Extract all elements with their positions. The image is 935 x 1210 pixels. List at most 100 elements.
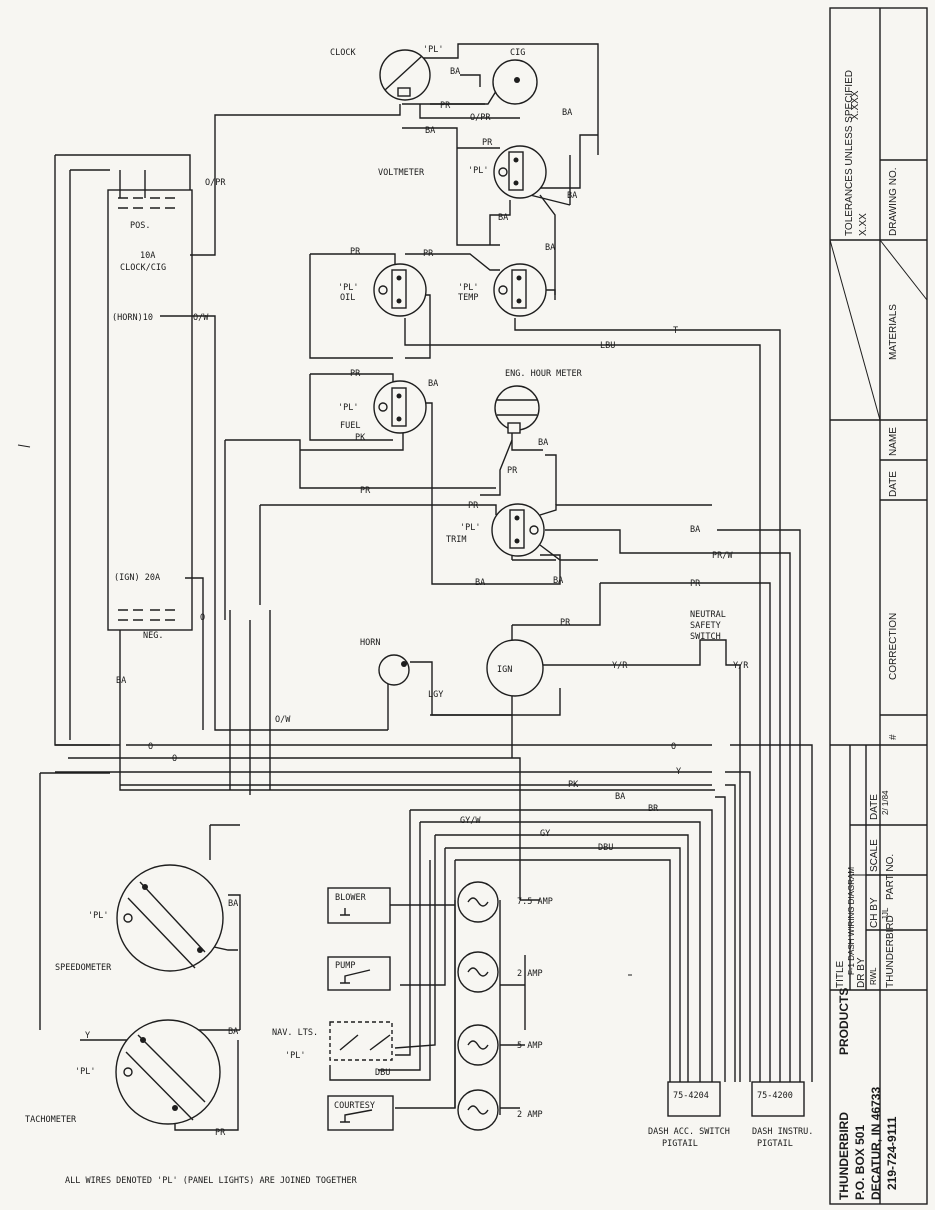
- wire-label-lgy: Y: [676, 767, 681, 777]
- company-address-line3: 219-724-9111: [885, 1116, 899, 1190]
- wire-label-lgy: Y: [85, 1031, 90, 1041]
- pigtail-acc-caption2: PIGTAIL: [662, 1139, 698, 1149]
- wire-label-pr-w: PR/W: [712, 551, 733, 561]
- title-label: TITLE: [835, 960, 846, 988]
- pump-switch: PUMP: [327, 956, 391, 991]
- neutral-safety-switch: NEUTRAL SAFETY SWITCH: [690, 610, 726, 642]
- wire-label-pr: PR: [560, 618, 571, 628]
- clock: CLOCK 'PL': [330, 45, 443, 101]
- wire-label-pr: PR: [423, 249, 434, 259]
- nav-lts-pl-label: 'PL': [285, 1051, 305, 1061]
- date-label: DATE: [869, 794, 880, 820]
- ch-by-label: CH BY: [869, 897, 880, 928]
- wire-label-pk: PK: [355, 433, 366, 443]
- company-name-line2: PRODUCTS: [837, 988, 851, 1055]
- fuse-2-amp-b: 2 AMP: [517, 1110, 543, 1120]
- ignition-switch: IGN: [486, 639, 544, 697]
- wire-label-ba: BA: [428, 379, 438, 389]
- neutral-safety-switch-line3: SWITCH: [690, 632, 721, 642]
- voltmeter-pl-label: 'PL': [468, 166, 488, 176]
- wire-label-ba: BA: [116, 676, 126, 686]
- wire-label-ba: BA: [545, 243, 555, 253]
- wire-label-ba: BA: [475, 578, 485, 588]
- dr-by-value: RWL: [869, 967, 878, 985]
- wire-label-r: O: [200, 613, 205, 623]
- wire-label-pr: PR: [360, 486, 371, 496]
- wire-label-pr: PR: [440, 101, 451, 111]
- scale-label: SCALE: [869, 839, 880, 872]
- clock-label: CLOCK: [330, 48, 356, 58]
- date-value: 2/ 1/84: [881, 790, 890, 815]
- pigtail-acc-caption1: DASH ACC. SWITCH: [648, 1127, 730, 1137]
- wire-label-lbu: LBU: [600, 341, 615, 351]
- wire-label-ba: BA: [228, 899, 238, 909]
- tolerance-xxx: X.XXX: [850, 90, 861, 120]
- tolerance-xx: X.XX: [858, 213, 869, 236]
- tachometer: TACHOMETER 'PL': [25, 1019, 221, 1125]
- wire-label-o: LGY: [428, 690, 443, 700]
- tolerances-label: TOLERANCES UNLESS SPECIFIED: [844, 70, 855, 236]
- courtesy-switch: COURTESY: [327, 1095, 394, 1131]
- wire-label-pr: PR: [350, 247, 361, 257]
- oil-label: OIL: [340, 293, 355, 303]
- fuse-clock-cig-amp: 10A: [140, 251, 155, 261]
- wire-label-gy: DBU: [375, 1068, 390, 1078]
- wire-label-br: GY/W: [460, 816, 481, 826]
- pigtail-instru-caption2: PIGTAIL: [757, 1139, 793, 1149]
- horn: HORN: [360, 638, 410, 686]
- pigtail-instru-caption1: DASH INSTRU.: [752, 1127, 813, 1137]
- wire-label-o-w: O/W: [193, 313, 209, 323]
- wire-labels: BA PR O/PR BA BA PR BA BA BA O/PR PR PR …: [85, 67, 749, 1138]
- wire-label-ba: BA: [538, 438, 548, 448]
- fuse-block: POS. 10A CLOCK/CIG (HORN)10 (IGN) 20A NE…: [107, 170, 193, 641]
- drawing-title: F-1 DASH WIRING DIAGRAM: [847, 867, 856, 975]
- speedometer-pl-label: 'PL': [88, 911, 108, 921]
- temp-label: TEMP: [458, 293, 478, 303]
- wire-label-o-w: O/W: [275, 715, 291, 725]
- horn-label: HORN: [360, 638, 380, 648]
- temp-pl-label: 'PL': [458, 283, 478, 293]
- wire-label-pr: PR: [507, 466, 518, 476]
- fuse-2-amp-a: 2 AMP: [517, 969, 543, 979]
- courtesy-label: COURTESY: [334, 1101, 375, 1111]
- voltmeter-label: VOLTMETER: [378, 168, 425, 178]
- cig: CIG: [492, 48, 538, 105]
- thunderbird-label: THUNDERBIRD: [885, 915, 896, 988]
- pigtail-acc-switch: 75-4204 DASH ACC. SWITCH PIGTAIL: [648, 1081, 730, 1149]
- fuse-neg-label: NEG.: [143, 631, 163, 641]
- part-no-label: PART NO.: [885, 854, 896, 900]
- trim-pl-label: 'PL': [460, 523, 480, 533]
- pigtail-instru: 75-4200 DASH INSTRU. PIGTAIL: [751, 1081, 813, 1149]
- wire-label-ba: BA: [562, 108, 572, 118]
- drawing-no-label: DRAWING NO.: [888, 167, 899, 236]
- oil-pl-label: 'PL': [338, 283, 358, 293]
- voltmeter: VOLTMETER 'PL': [378, 145, 547, 199]
- nav-lts-label: NAV. LTS.: [272, 1028, 318, 1038]
- wire-label-ba: BA: [615, 792, 625, 802]
- wire-label-pr: PR: [690, 579, 701, 589]
- tachometer-pl-label: 'PL': [75, 1067, 95, 1077]
- fuel-pl-label: 'PL': [338, 403, 358, 413]
- wire-label-y: BR: [648, 804, 659, 814]
- wiring: [39, 43, 813, 1131]
- materials-label: MATERIALS: [888, 304, 899, 360]
- wire-label-ba: BA: [450, 67, 460, 77]
- rev-name-label: NAME: [888, 427, 899, 456]
- wire-label-y-r: Y/R: [612, 661, 628, 671]
- pump-label: PUMP: [335, 961, 355, 971]
- scan-mark: [17, 444, 31, 448]
- wire-label-gy: DBU: [598, 843, 613, 853]
- company-address-line1: P.O. BOX 501: [853, 1125, 867, 1200]
- wire-label-o-pr: O/PR: [470, 113, 491, 123]
- wire-label-ba: BA: [498, 213, 508, 223]
- fuse-clock-cig-label: CLOCK/CIG: [120, 263, 166, 273]
- wire-label-ba: BA: [567, 191, 577, 201]
- wire-label-ba: BA: [425, 126, 435, 136]
- neutral-safety-switch-line1: NEUTRAL: [690, 610, 726, 620]
- fuse-ign-label: (IGN) 20A: [114, 573, 160, 583]
- wire-label-pr: PR: [482, 138, 493, 148]
- fuse-pos-label: POS.: [130, 221, 150, 231]
- wire-label-r: O: [148, 742, 153, 752]
- pigtail-acc-part: 75-4204: [673, 1091, 709, 1101]
